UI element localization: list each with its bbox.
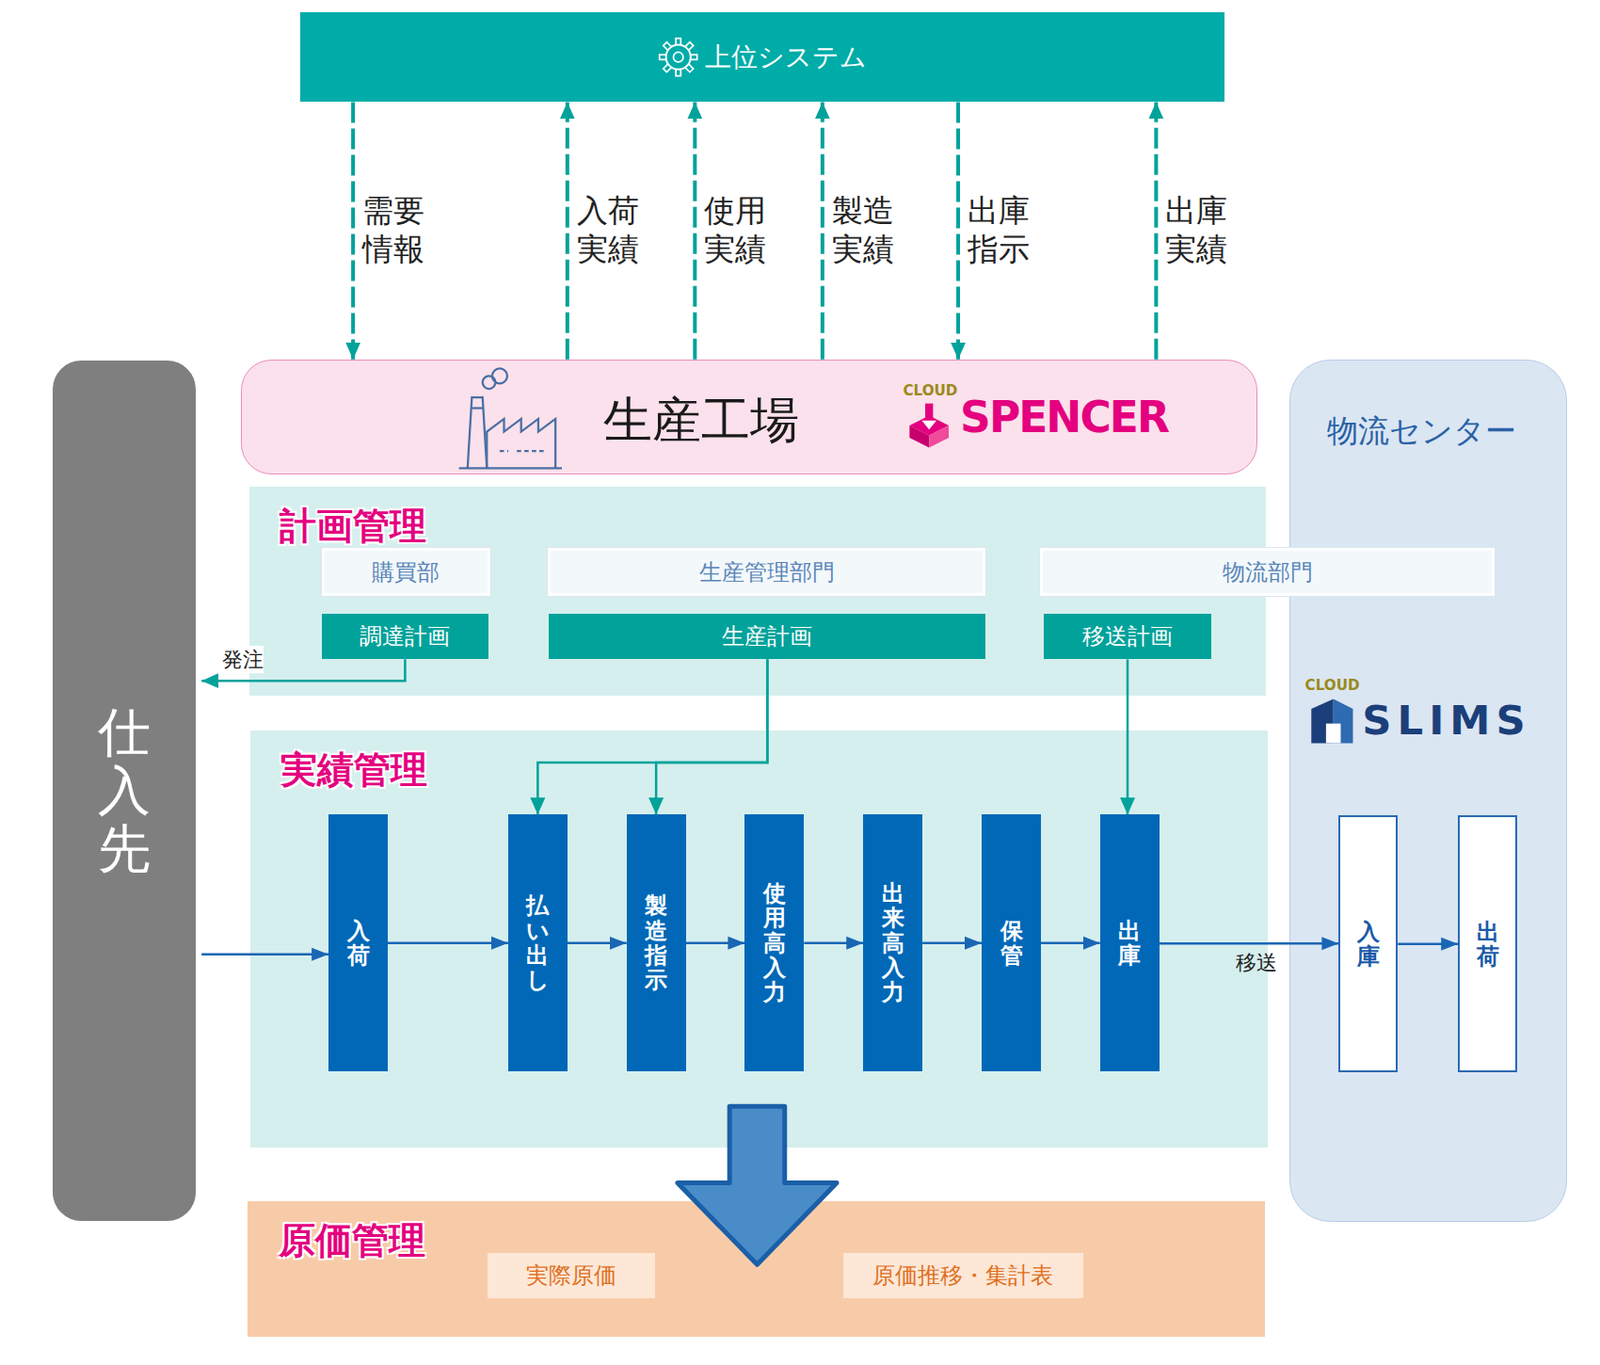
edge-label: 使用 実績 [704, 192, 768, 269]
edge-label: 移送 [1235, 948, 1278, 976]
process-box: 製造指示 [626, 814, 687, 1072]
process-box: 出庫 [1100, 814, 1160, 1072]
box-label: 保管 [1000, 918, 1024, 968]
logo-name: SLIMS [1361, 696, 1531, 744]
plan-box: 生産計画 [548, 613, 986, 660]
process-box: 保管 [981, 814, 1041, 1072]
process-box: 払い出し [508, 814, 568, 1072]
process-box: 入荷 [328, 814, 388, 1072]
logo-small: CLOUD [1305, 676, 1360, 694]
supplier-band: 仕入先 [52, 360, 196, 1221]
logistics-band: 物流センター CLOUDSLIMS 入庫 出荷 [1289, 359, 1568, 1222]
box-label: 仕入先 [97, 703, 151, 879]
box-label: 移送計画 [1082, 621, 1173, 652]
edge-label: 発注 [222, 645, 264, 673]
box-label: 物流部門 [1222, 557, 1313, 588]
process-box: 出来高入力 [863, 814, 923, 1072]
box-label: 出庫 [1118, 918, 1141, 968]
cost-box: 原価推移・集計表 [843, 1252, 1085, 1298]
process-box: 入庫 [1338, 815, 1398, 1072]
factory-band: 生産工場 CLOUDSPENCER [240, 359, 1258, 476]
department-box: 購買部 [321, 547, 492, 596]
connector [565, 101, 570, 359]
box-label: 出来高入力 [881, 880, 905, 1005]
band-title: 生産工場 [603, 387, 800, 454]
connector [956, 101, 960, 359]
logo-icon [902, 400, 956, 450]
logo-name: SPENCER [960, 392, 1168, 443]
process-box: 出荷 [1457, 815, 1518, 1072]
edge-label: 出庫 実績 [1165, 192, 1230, 269]
connector [692, 101, 697, 359]
section-panel: 実績管理入荷 払い出し 製造指示 使用高入力 出来高入力 保管 出庫 [250, 730, 1268, 1147]
box-label: 払い出し [526, 893, 549, 992]
edge-label: 製造 実績 [832, 192, 896, 269]
box-label: 入荷 [347, 918, 370, 968]
box-label: 生産計画 [721, 621, 813, 652]
box-label: 製造指示 [644, 893, 668, 992]
connector [1153, 101, 1158, 359]
process-box: 使用高入力 [744, 814, 804, 1072]
department-box: 生産管理部門 [547, 547, 986, 596]
section-panel: 計画管理購買部生産管理部門物流部門調達計画生産計画移送計画 [249, 486, 1267, 696]
system-name: 上位システム [704, 39, 867, 76]
edge-label: 入荷 実績 [576, 192, 641, 269]
section-heading: 原価管理 [278, 1215, 426, 1266]
connector [351, 101, 355, 359]
plan-box: 調達計画 [321, 613, 490, 660]
band-title: 物流センター [1327, 411, 1517, 453]
cost-box: 実際原価 [487, 1252, 656, 1298]
box-label: 入庫 [1357, 919, 1380, 969]
box-label: 調達計画 [359, 621, 450, 652]
gear-icon [657, 36, 699, 78]
section-heading: 実績管理 [280, 744, 428, 796]
factory-icon [451, 365, 570, 473]
box-label: 実際原価 [526, 1260, 617, 1291]
box-label: 出荷 [1476, 919, 1500, 969]
system-bar: 上位システム [300, 12, 1225, 102]
connector [820, 101, 825, 359]
section-heading: 計画管理 [279, 500, 427, 552]
box-label: 使用高入力 [763, 880, 786, 1005]
section-panel: 原価管理実際原価 原価推移・集計表 [247, 1200, 1265, 1337]
department-box: 物流部門 [1040, 547, 1496, 596]
box-label: 購買部 [371, 557, 440, 588]
logo-small: CLOUD [902, 382, 958, 400]
box-label: 生産管理部門 [699, 557, 835, 588]
edge-label: 出庫 指示 [967, 192, 1032, 269]
edge-label: 需要 情報 [362, 192, 427, 269]
logo-icon [1305, 696, 1357, 746]
plan-box: 移送計画 [1043, 613, 1212, 660]
box-label: 原価推移・集計表 [872, 1260, 1054, 1291]
